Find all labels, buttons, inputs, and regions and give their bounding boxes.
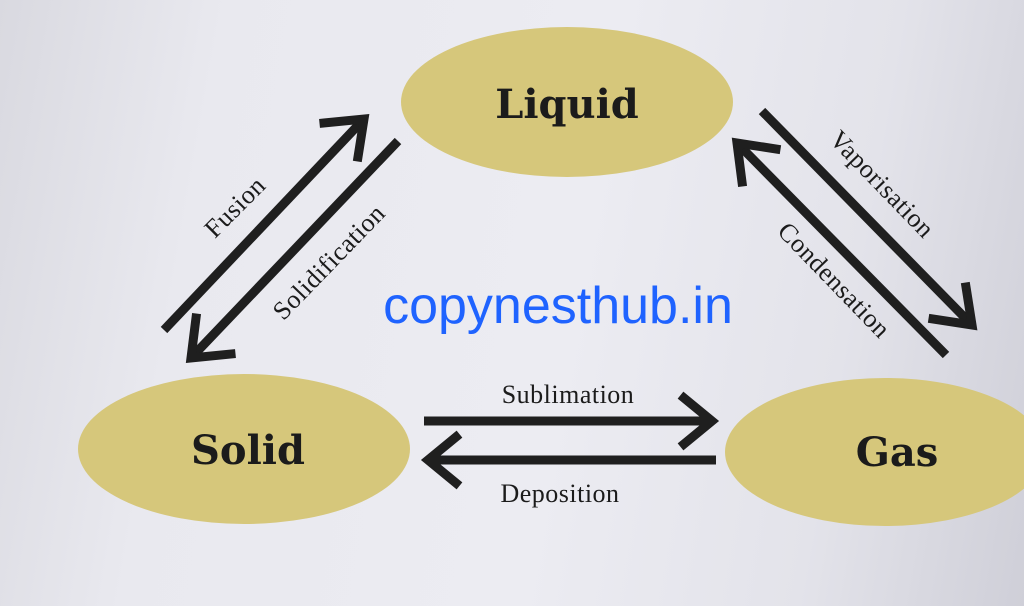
deposition-label: Deposition: [500, 479, 619, 508]
deposition-arrow: [420, 430, 716, 490]
gas-label: Gas: [856, 429, 939, 476]
vaporisation-label: Vaporisation: [824, 125, 940, 244]
liquid-node: Liquid: [401, 27, 733, 177]
solid-node: Solid: [78, 374, 410, 524]
gas-node: Gas: [725, 378, 1024, 526]
sublimation-label: Sublimation: [502, 380, 635, 409]
solidification-arrow: [185, 137, 402, 364]
fusion-arrow: [160, 113, 370, 334]
liquid-label: Liquid: [495, 81, 639, 128]
solid-label: Solid: [191, 427, 305, 474]
vaporisation-arrow: [758, 107, 978, 331]
watermark-text: copynesthub.in: [383, 277, 733, 335]
sublimation-arrow: [424, 391, 720, 451]
condensation-arrow: [731, 137, 950, 359]
